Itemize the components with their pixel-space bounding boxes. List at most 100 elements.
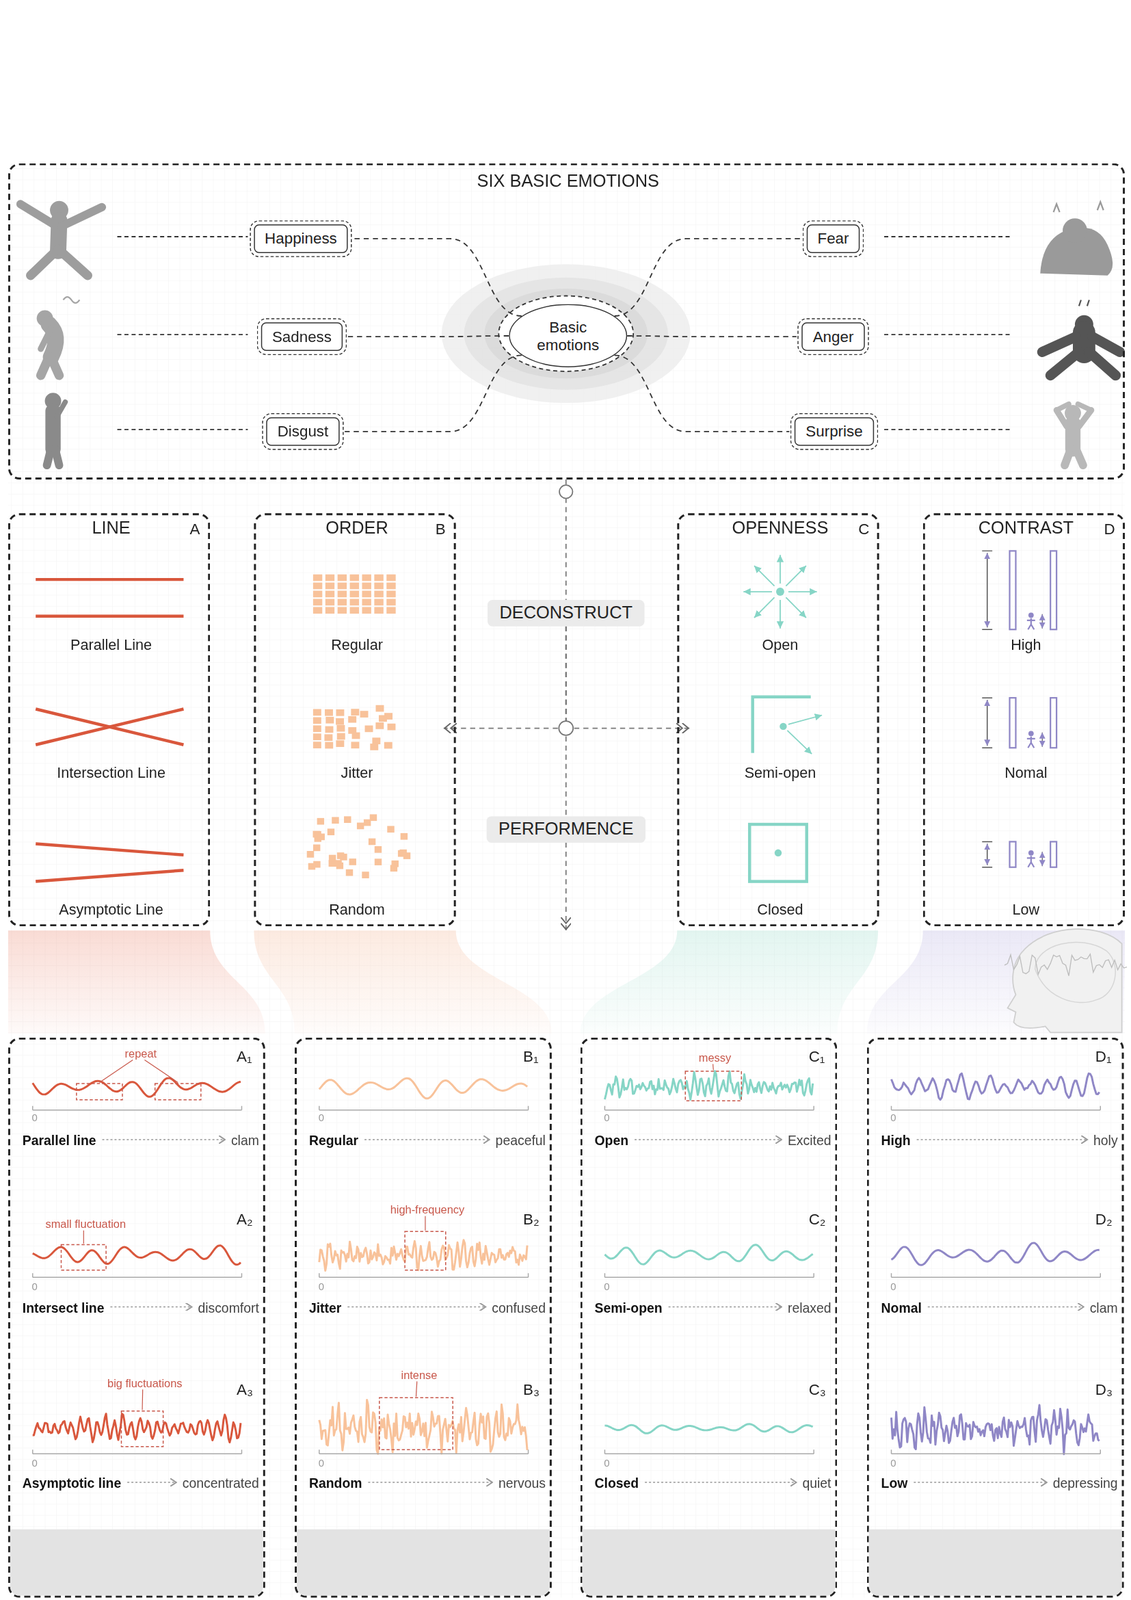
line-sample [35, 843, 184, 855]
order-square [350, 741, 359, 749]
wall-bar [1050, 550, 1057, 630]
item-label: B₃ [523, 1379, 540, 1398]
row-emo: depressing [1053, 1476, 1119, 1492]
panel-art [294, 1037, 552, 1598]
dimension-line [1042, 851, 1043, 866]
open-arrow [754, 565, 775, 587]
highlight-box [685, 1070, 742, 1101]
order-square [324, 741, 334, 749]
footer-band [294, 1528, 552, 1598]
figure-mark [62, 296, 80, 303]
item-label: Intersection Line [56, 764, 166, 782]
item-label: D₃ [1095, 1379, 1113, 1398]
item-label: 0 [32, 1280, 38, 1292]
leader-line [416, 1380, 418, 1396]
order-square [307, 850, 314, 858]
center-ellipse: Basic emotions [508, 303, 628, 367]
item-label: B [435, 519, 446, 538]
waveform [32, 1245, 241, 1265]
transition-haze [8, 929, 266, 1034]
highlight-box [60, 1244, 106, 1270]
order-square [325, 574, 335, 582]
order-square [313, 574, 323, 582]
wall-bar [1050, 841, 1057, 867]
highlight-box [121, 1410, 163, 1447]
order-square [361, 590, 371, 598]
emotion-box: Surprise [794, 417, 874, 446]
row-emo: clam [1089, 1300, 1119, 1316]
item-label: B₁ [523, 1046, 539, 1065]
open-arrow [779, 599, 781, 629]
category-panel: CONTRASTDHighNomalLow [923, 512, 1125, 926]
item-label: C [858, 519, 870, 538]
closed-dot [774, 849, 782, 857]
item-label: D₁ [1095, 1046, 1112, 1065]
item-label: repeat [125, 1046, 158, 1060]
panel-art [253, 512, 456, 926]
leader-line [712, 1063, 714, 1071]
order-square [337, 606, 347, 614]
item-label: Closed [756, 901, 803, 919]
dimension-line [1042, 614, 1043, 629]
item-label: 0 [890, 1111, 896, 1124]
order-square [374, 858, 382, 866]
row-emo: discomfort [197, 1300, 259, 1316]
transition-haze [580, 929, 878, 1034]
item-label: B₂ [523, 1209, 540, 1228]
order-square [361, 598, 371, 606]
figure-lead [884, 333, 1010, 336]
order-square [374, 845, 382, 853]
item-label: Parallel Line [70, 635, 152, 654]
mapping-arrow [110, 1306, 192, 1307]
item-label: messy [698, 1050, 731, 1064]
figure-limb [20, 203, 58, 227]
figure-lead [884, 235, 1010, 238]
waveform [604, 1244, 813, 1265]
row-emo: nervous [498, 1476, 546, 1492]
order-square [386, 606, 396, 614]
order-square [313, 590, 323, 598]
transition-haze [253, 929, 552, 1034]
node-label: Fear [817, 229, 850, 248]
group-panel: SIX BASIC EMOTIONSHappinessSadnessDisgus… [8, 163, 1125, 480]
figure-limb [1079, 410, 1092, 427]
dimension-line [986, 552, 988, 628]
halo [484, 288, 648, 379]
figure-limb [1092, 336, 1120, 352]
brain-wave [1004, 953, 1127, 976]
emotion-figure [1056, 404, 1092, 465]
category-panel: LINEAParallel LineIntersection LineAsymp… [8, 512, 210, 926]
order-square [374, 606, 383, 614]
emotion-box: Sadness [261, 322, 344, 351]
open-arrow [743, 590, 773, 593]
row-name: Random [309, 1476, 363, 1492]
order-square [317, 833, 325, 841]
order-square [343, 815, 351, 823]
row-emo: Excited [787, 1133, 832, 1149]
item-label: A₂ [236, 1209, 254, 1228]
panel-heading: CONTRAST [978, 518, 1074, 539]
order-square [356, 822, 364, 830]
figure-limb [58, 248, 88, 276]
figure-lead [117, 428, 249, 431]
order-square [387, 825, 394, 833]
order-square [386, 598, 396, 606]
mapping-arrow [927, 1306, 1084, 1307]
wall-bar [1009, 841, 1017, 867]
row-name: Parallel line [22, 1133, 97, 1149]
panel-art [580, 1037, 838, 1598]
waveform-panel: C₁messy0OpenExcitedC₂0Semi-openrelaxedC₃… [580, 1037, 838, 1598]
item-label: Random [328, 901, 385, 919]
head-outline [1007, 928, 1123, 1032]
figure-limb [30, 248, 59, 276]
node-label: Happiness [264, 229, 338, 248]
order-square [313, 582, 323, 590]
order-square [337, 852, 344, 859]
person-body [1027, 855, 1036, 867]
wall-bar [1050, 697, 1057, 748]
line-sample [35, 614, 184, 618]
order-square [378, 714, 388, 722]
item-label: C₂ [808, 1209, 827, 1228]
order-square [337, 590, 347, 598]
row-emo: concentrated [182, 1476, 260, 1492]
